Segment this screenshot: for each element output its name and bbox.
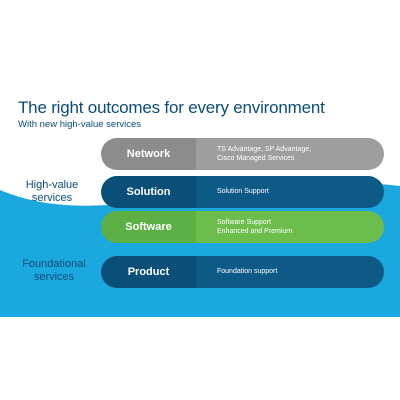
tier-name: Network [101, 138, 196, 170]
tier-network: Network TS Advantage, SP Advantage, Cisc… [101, 138, 384, 170]
tier-description-line: Software Support [217, 218, 272, 226]
tier-description-line: Foundation support [217, 268, 278, 276]
foundational-label-line2: services [33, 271, 75, 283]
foundational-label-line1: Foundational [22, 258, 86, 270]
tier-description: Foundation support [196, 256, 384, 288]
page-title: The right outcomes for every environment [18, 98, 325, 117]
page-subtitle: With new high-value services [18, 119, 142, 130]
tier-name: Solution [101, 176, 196, 208]
foundational-services-label: Foundational services [14, 258, 94, 284]
tier-name: Product [101, 256, 196, 288]
tier-description-line: TS Advantage, SP Advantage, [217, 145, 312, 153]
tier-description: Solution Support [196, 176, 384, 208]
tier-software: Software Software Support Enhanced and P… [101, 211, 384, 243]
tier-description: TS Advantage, SP Advantage, Cisco Manage… [196, 138, 384, 170]
tier-solution: Solution Solution Support [101, 176, 384, 208]
tier-description-line: Cisco Managed Services [217, 155, 295, 162]
tier-description: Software Support Enhanced and Premium [196, 211, 384, 243]
tier-product: Product Foundation support [101, 256, 384, 288]
tier-name: Software [101, 211, 196, 243]
tier-description-line: Enhanced and Premium [217, 228, 293, 235]
tier-description-line: Solution Support [217, 188, 269, 196]
high-value-label-line2: services [31, 192, 73, 204]
high-value-label-line1: High-value [25, 179, 79, 191]
high-value-services-label: High-value services [16, 179, 88, 205]
